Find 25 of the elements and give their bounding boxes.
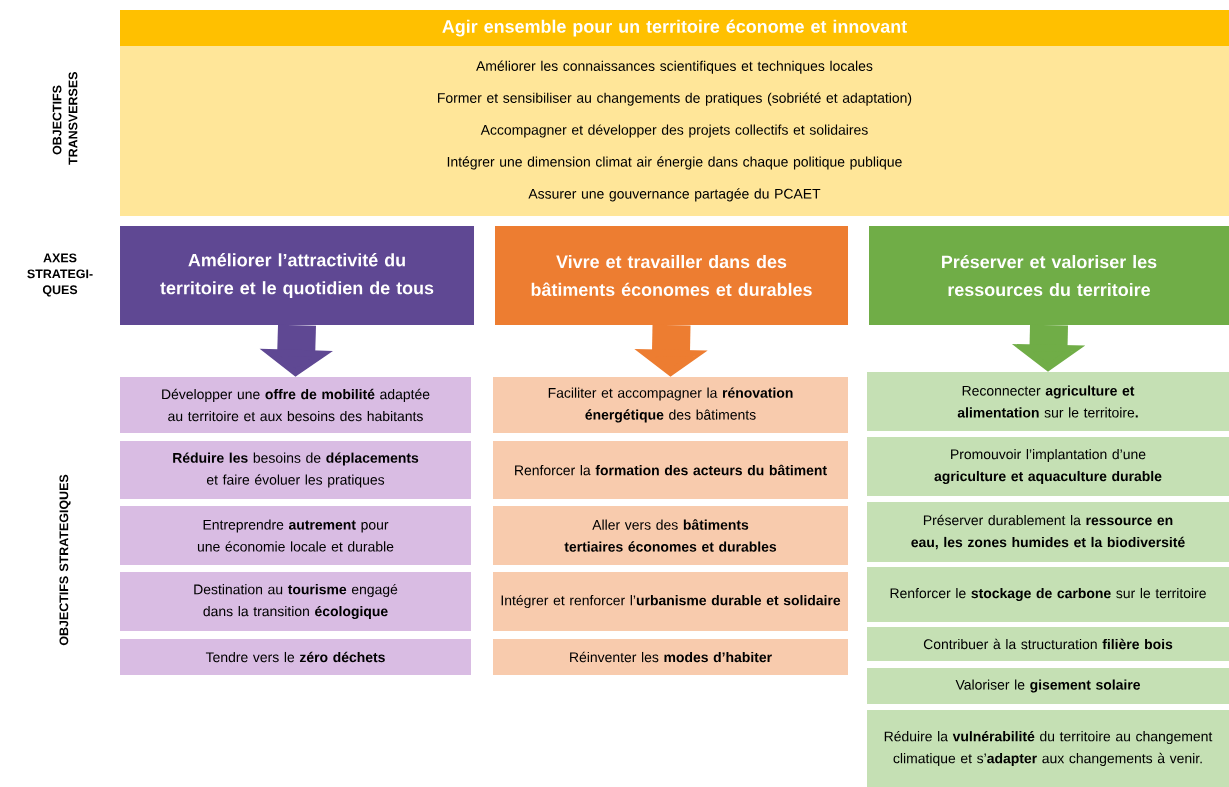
- objectives-panel: Améliorer les connaissances scientifiques et techniques locales Former et sensibiliser au changements de pratiques (sobriété et adaptation) Accompagner et développer des projets collectifs et solidaires Intégrer une dimension climat air énergie dans chaque politique publique Assurer une gouvernance partagée du PCAET: [120, 46, 1229, 216]
- axis-box: Vivre et travailler dans des bâtiments économes et durables: [495, 226, 848, 325]
- objective-box: Renforcer la formation des acteurs du bâtiment: [493, 441, 848, 499]
- objective-box: Réduire la vulnérabilité du territoire au changement climatique et s’adapter aux changements à venir.: [867, 710, 1229, 787]
- objective-box: Réinventer les modes d’habiter: [493, 639, 848, 675]
- objective-box: Réduire les besoins de déplacements et faire évoluer les pratiques: [120, 441, 471, 499]
- objective-box: Tendre vers le zéro déchets: [120, 639, 471, 675]
- objective-box: Renforcer le stockage de carbone sur le territoire: [867, 567, 1229, 622]
- side-label: AXES STRATEGI- QUES: [27, 253, 93, 297]
- objective-box: Reconnecter agriculture et alimentation sur le territoire.: [867, 372, 1229, 431]
- axis-box: Améliorer l’attractivité du territoire et le quotidien de tous: [120, 226, 474, 325]
- side-label: OBJECTIFS STRATEGIQUES: [59, 474, 71, 646]
- objective-box: Préserver durablement la ressource en eau, les zones humides et la biodiversité: [867, 502, 1229, 562]
- title-banner: Agir ensemble pour un territoire économe et innovant: [120, 10, 1229, 46]
- objective-box: Destination au tourisme engagé dans la transition écologique: [120, 572, 471, 631]
- objective-box: Intégrer et renforcer l’urbanisme durable et solidaire: [493, 572, 848, 631]
- objective-box: Faciliter et accompagner la rénovation énergétique des bâtiments: [493, 377, 848, 433]
- axis-box: Préserver et valoriser les ressources du territoire: [869, 226, 1229, 325]
- objective-box: Contribuer à la structuration filière bois: [867, 627, 1229, 661]
- objective-box: Valoriser le gisement solaire: [867, 668, 1229, 704]
- objective-box: Aller vers des bâtiments tertiaires économes et durables: [493, 506, 848, 565]
- objective-box: Entreprendre autrement pour une économie locale et durable: [120, 506, 471, 565]
- side-label: OBJECTIFS TRANSVERSES: [52, 72, 78, 165]
- objective-box: Promouvoir l’implantation d’une agriculture et aquaculture durable: [867, 437, 1229, 496]
- objective-box: Développer une offre de mobilité adaptée au territoire et aux besoins des habitants: [120, 377, 471, 433]
